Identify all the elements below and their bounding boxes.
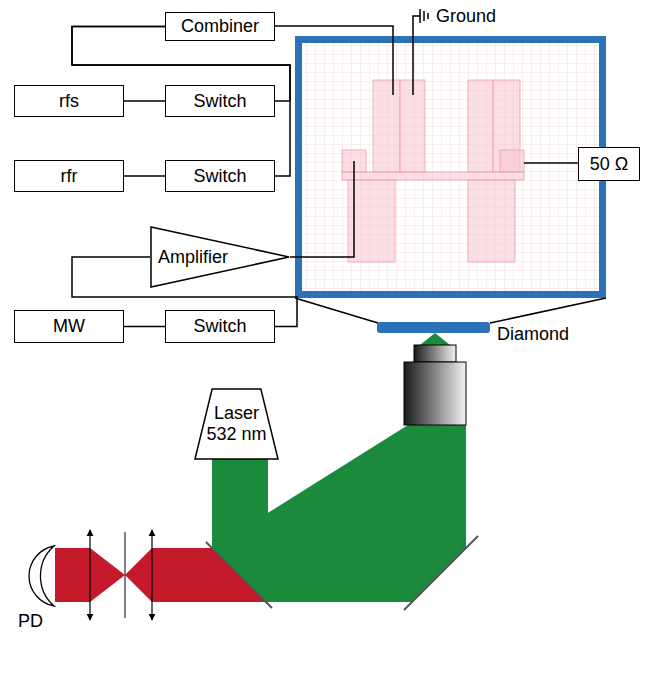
node-text: Combiner	[181, 16, 259, 37]
pad	[500, 150, 524, 172]
ground-label: Ground	[436, 6, 496, 27]
switch-box: Switch	[165, 85, 275, 117]
laser-trapezoid: Laser 532 nm	[193, 388, 280, 460]
node-text: 50 Ω	[590, 154, 628, 175]
signal-wire	[124, 100, 165, 102]
objective	[404, 362, 466, 425]
amplifier-triangle-shape	[151, 227, 289, 287]
chip-electrodes	[342, 80, 524, 262]
wire	[290, 161, 354, 257]
combiner-box: Combiner	[165, 12, 275, 41]
zoom-line	[295, 298, 378, 323]
node-text: Switch	[193, 166, 246, 187]
node-text: Switch	[193, 91, 246, 112]
diamond-label: Diamond	[497, 324, 569, 345]
switch-box: Switch	[165, 160, 275, 192]
pinhole	[125, 532, 126, 618]
ground-symbol	[419, 9, 421, 23]
node-text: rfs	[59, 91, 79, 112]
electrode	[468, 80, 493, 172]
red-beam	[125, 548, 266, 602]
node-text: Laser 532 nm	[204, 403, 270, 444]
diamond-slab	[377, 322, 490, 333]
green-beam	[212, 458, 268, 550]
ground-symbol	[427, 13, 429, 19]
electrode	[373, 80, 400, 172]
mirror	[404, 536, 478, 610]
source-box: rfr	[14, 160, 124, 192]
source-box: MW	[14, 310, 124, 343]
detector-label: PD	[18, 611, 43, 632]
node-text: MW	[53, 316, 85, 337]
focused-beam	[420, 333, 450, 345]
node-text: Amplifier	[158, 247, 228, 268]
electrode	[348, 180, 395, 262]
wire	[275, 26, 393, 95]
lens	[89, 530, 90, 620]
dichroic-mirror	[206, 542, 272, 608]
chip-wires	[275, 9, 578, 257]
electrode	[468, 180, 515, 262]
signal-wire	[124, 326, 165, 328]
wire	[524, 162, 578, 164]
ground-symbol	[423, 11, 425, 21]
signal-wire	[124, 175, 165, 177]
objective-tip	[414, 345, 456, 362]
ground-wire	[413, 16, 420, 95]
node-text: Switch	[193, 316, 246, 337]
switch-box: Switch	[165, 310, 275, 343]
zoom-line	[490, 298, 606, 323]
load-box: 50 Ω	[578, 147, 640, 181]
strip-line	[342, 172, 524, 180]
amplifier-triangle: Amplifier	[150, 226, 290, 288]
photodiode	[29, 546, 54, 606]
source-box: rfs	[14, 85, 124, 117]
lens	[151, 530, 152, 620]
laser-trapezoid-shape	[195, 389, 278, 459]
node-text: rfr	[61, 166, 78, 187]
